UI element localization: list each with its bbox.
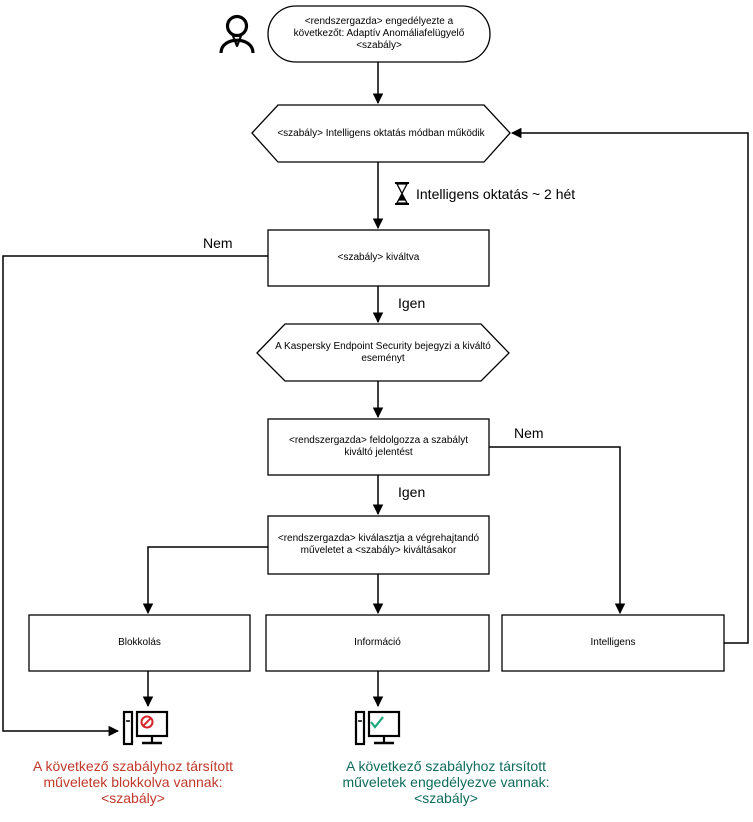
- edge-triggered-no: [2, 255, 268, 737]
- smart-node: Intelligens: [590, 637, 636, 648]
- triggered-shape: [267, 229, 490, 287]
- edge-label-no-1: Nem: [203, 235, 233, 251]
- block-node: Blokkolás: [118, 637, 161, 648]
- block-shape: [28, 614, 251, 672]
- edge-select-to-block: [142, 546, 268, 615]
- result-blocked: A következő szabályhoz társított művelet…: [33, 758, 233, 806]
- edge-label-yes-2: Igen: [398, 484, 426, 500]
- edge-label-yes-1: Igen: [398, 295, 426, 311]
- smart-mode-shape: [251, 104, 511, 163]
- computer-blocked-icon: [122, 710, 169, 746]
- result-allowed: A következő szabályhoz társított művelet…: [342, 758, 550, 806]
- edge-label-no-2: Nem: [514, 425, 544, 441]
- processes-report-node: <rendszergazda> feldolgozza a szabályt k…: [288, 435, 468, 458]
- user-icon: [219, 14, 255, 54]
- processes-report-shape: [267, 418, 490, 476]
- computer-allowed-icon: [354, 710, 401, 746]
- edge-report-no: [489, 446, 626, 615]
- info-node: Információ: [354, 637, 401, 648]
- start-node-shape: [267, 5, 491, 63]
- edge-smart-loop: [510, 127, 749, 644]
- start-node: <rendszergazda> engedélyezte a következő…: [293, 16, 465, 51]
- smart-mode-node: <szabály> Intelligens oktatás módban műk…: [277, 127, 485, 139]
- triggered-node: <szabály> kiváltva: [337, 252, 420, 263]
- logs-event-shape: [256, 323, 510, 382]
- edge-label-duration: Intelligens oktatás ~ 2 hét: [416, 186, 576, 202]
- hourglass-icon: [395, 182, 409, 205]
- info-shape: [265, 614, 490, 672]
- selects-action-shape: [267, 515, 490, 575]
- selects-action-node: <rendszergazda> kiválasztja a végrehajta…: [277, 533, 480, 556]
- logs-event-node: A Kaspersky Endpoint Security bejegyzi a…: [275, 340, 491, 364]
